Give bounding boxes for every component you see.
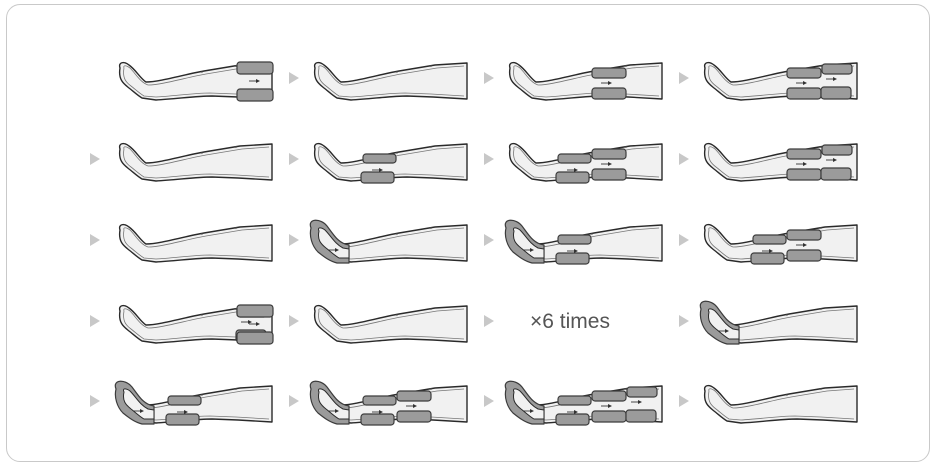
step-grid: ×6 times	[90, 62, 857, 425]
leg-figure	[705, 144, 857, 181]
step-17	[90, 381, 272, 425]
knee-cuff-top	[787, 230, 821, 240]
knee-cuff-bottom	[787, 88, 821, 99]
thigh-lower-cuff-top	[627, 387, 657, 397]
leg-figure	[505, 381, 662, 425]
step-arrow-icon	[90, 395, 100, 407]
step-arrow-icon	[289, 153, 299, 165]
calf-cuff-bottom	[556, 172, 589, 183]
step-7	[484, 144, 662, 183]
thigh-lower-cuff-top	[822, 145, 852, 155]
step-15: ×6 times	[484, 310, 610, 333]
leg-figure	[310, 220, 467, 263]
calf-cuff-top	[363, 396, 396, 405]
calf-cuff-bottom	[556, 253, 589, 264]
step-arrow-icon	[90, 315, 100, 327]
knee-cuff-bottom	[787, 250, 821, 261]
knee-cuff-top	[592, 391, 626, 401]
step-19	[484, 381, 662, 425]
leg-figure	[315, 306, 467, 343]
knee-cuff-bottom	[592, 88, 626, 99]
step-4	[679, 63, 857, 100]
step-12	[679, 225, 857, 264]
calf-cuff-bottom	[751, 253, 784, 264]
knee-cuff-top	[787, 68, 821, 78]
step-arrow-icon	[679, 234, 689, 246]
step-arrow-icon	[484, 153, 494, 165]
step-6	[289, 144, 467, 183]
leg-figure	[510, 144, 662, 183]
step-arrow-icon	[289, 72, 299, 84]
calf-cuff-top	[558, 154, 591, 163]
leg-figure	[120, 144, 272, 181]
leg-figure	[510, 63, 662, 100]
knee-cuff-top	[592, 149, 626, 159]
step-5	[90, 144, 272, 181]
leg-figure	[705, 225, 857, 264]
leg-figure	[120, 62, 273, 101]
calf-cuff-top	[558, 235, 591, 244]
calf-cuff-top	[363, 154, 396, 163]
leg-figure	[310, 381, 467, 425]
step-3	[484, 63, 662, 100]
step-20	[679, 386, 857, 423]
knee-cuff-top	[397, 391, 431, 401]
step-16	[679, 301, 857, 344]
step-9	[90, 225, 272, 262]
step-arrow-icon	[289, 315, 299, 327]
thigh-lower-cuff-top	[822, 64, 852, 74]
calf-cuff-bottom	[556, 414, 589, 425]
step-arrow-icon	[484, 315, 494, 327]
thigh-upper-cuff-bottom	[237, 332, 273, 344]
leg-figure	[705, 386, 857, 423]
leg-figure	[115, 381, 272, 425]
step-arrow-icon	[289, 234, 299, 246]
leg-figure	[120, 225, 272, 262]
step-arrow-icon	[679, 315, 689, 327]
step-arrow-icon	[679, 72, 689, 84]
knee-cuff-top	[592, 68, 626, 78]
step-arrow-icon	[484, 395, 494, 407]
step-arrow-icon	[679, 153, 689, 165]
step-11	[484, 220, 662, 264]
thigh-lower-cuff-bottom	[821, 87, 851, 99]
leg-figure	[705, 63, 857, 100]
step-arrow-icon	[484, 72, 494, 84]
step-arrow-icon	[90, 234, 100, 246]
step-8	[679, 144, 857, 181]
repeat-label: ×6 times	[530, 310, 610, 333]
leg-figure	[700, 301, 857, 344]
step-arrow-icon	[484, 234, 494, 246]
step-14	[289, 306, 467, 343]
leg-figure	[315, 63, 467, 100]
step-18	[289, 381, 467, 425]
calf-cuff-top	[168, 396, 201, 405]
knee-cuff-bottom	[787, 169, 821, 180]
calf-cuff-top	[753, 235, 786, 244]
thigh-upper-cuff-bottom	[237, 89, 273, 101]
calf-cuff-bottom	[166, 414, 199, 425]
step-arrow-icon	[289, 395, 299, 407]
leg-figure	[505, 220, 662, 264]
calf-cuff-top	[558, 396, 591, 405]
knee-cuff-bottom	[592, 411, 626, 422]
thigh-lower-cuff-bottom	[626, 410, 656, 422]
thigh-lower-cuff-bottom	[821, 168, 851, 180]
step-10	[289, 220, 467, 263]
step-13	[90, 305, 273, 344]
calf-cuff-bottom	[361, 414, 394, 425]
knee-cuff-bottom	[592, 169, 626, 180]
thigh-upper-cuff-top	[237, 305, 273, 317]
step-1	[120, 62, 273, 101]
calf-cuff-bottom	[361, 172, 394, 183]
leg-figure	[120, 305, 273, 344]
step-arrow-icon	[679, 395, 689, 407]
leg-figure	[315, 144, 467, 183]
knee-cuff-top	[787, 149, 821, 159]
step-arrow-icon	[90, 153, 100, 165]
step-2	[289, 63, 467, 100]
thigh-upper-cuff-top	[237, 62, 273, 74]
knee-cuff-bottom	[397, 411, 431, 422]
